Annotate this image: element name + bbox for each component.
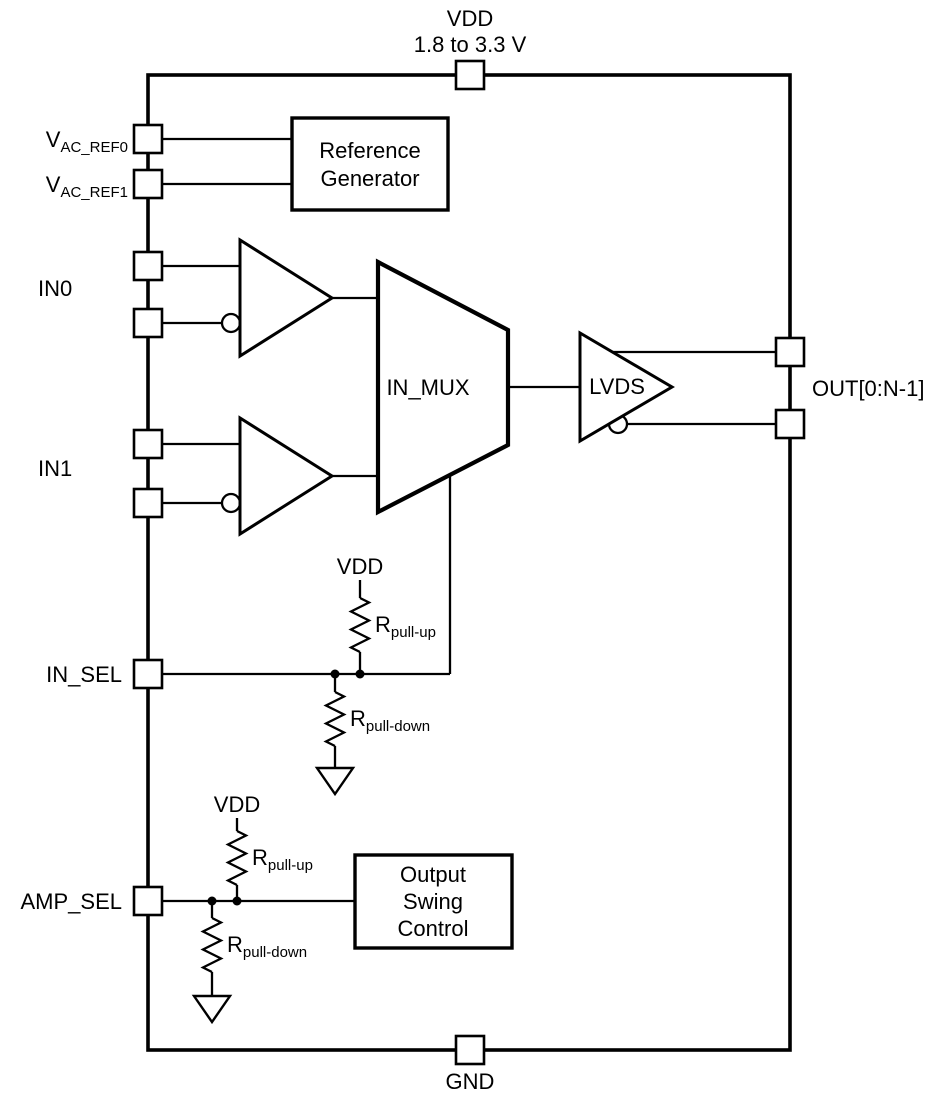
vac-ref0-pin — [132, 123, 164, 155]
in-sel-label: IN_SEL — [46, 662, 122, 687]
gnd-label: GND — [446, 1069, 495, 1094]
in0-neg-pin — [132, 307, 164, 339]
in-mux-label: IN_MUX — [386, 375, 469, 400]
amp-sel-pullup-resistor — [225, 829, 249, 887]
output-swing-label-line1: Output — [400, 862, 466, 887]
out-neg-pin — [774, 408, 806, 440]
amp-sel-vdd-label: VDD — [214, 792, 260, 817]
in-sel-vdd-label: VDD — [337, 554, 383, 579]
out-pos-pin — [774, 336, 806, 368]
vdd-pin — [454, 59, 486, 91]
in0-pos-pin — [132, 250, 164, 282]
reference-generator-block — [290, 116, 450, 212]
in1-pos-pin — [132, 428, 164, 460]
in-sel-pullup-label: Rpull-up — [375, 612, 436, 641]
output-swing-control-block — [353, 853, 514, 950]
in-sel-pulldown-resistor — [323, 690, 347, 748]
lvds-label: LVDS — [589, 374, 645, 399]
output-swing-label-line2: Swing — [403, 889, 463, 914]
amp-sel-junction-dot — [207, 896, 217, 906]
amp-sel-junction-dot — [232, 896, 242, 906]
in0-label: IN0 — [38, 276, 72, 301]
in1-amplifier-triangle — [238, 415, 335, 537]
lvds-driver-triangle — [578, 330, 675, 444]
output-swing-label-line3: Control — [398, 916, 469, 941]
in-sel-pullup-resistor — [348, 596, 372, 654]
reference-generator-label-line1: Reference — [319, 138, 421, 163]
in-sel-junction-dot — [330, 669, 340, 679]
amp-sel-pin — [132, 885, 164, 917]
vac-ref1-pin — [132, 168, 164, 200]
in-mux-block — [375, 258, 511, 516]
vdd-label: VDD — [447, 6, 493, 31]
in0-inverting-bubble-icon — [220, 312, 242, 334]
reference-generator-label-line2: Generator — [320, 166, 419, 191]
vac-ref1-label: VAC_REF1 — [46, 172, 128, 201]
amp-sel-label: AMP_SEL — [21, 889, 123, 914]
amp-sel-ground-icon — [191, 994, 233, 1025]
in1-neg-pin — [132, 487, 164, 519]
vdd-range-label: 1.8 to 3.3 V — [414, 32, 527, 57]
in-sel-ground-icon — [314, 766, 356, 797]
in1-label: IN1 — [38, 456, 72, 481]
out-label: OUT[0:N-1] — [812, 376, 924, 401]
amp-sel-pullup-label: Rpull-up — [252, 845, 313, 874]
in-sel-pulldown-label: Rpull-down — [350, 706, 430, 735]
gnd-pin — [454, 1034, 486, 1066]
in1-inverting-bubble-icon — [220, 492, 242, 514]
vac-ref0-label: VAC_REF0 — [46, 127, 128, 156]
in0-amplifier-triangle — [238, 237, 335, 359]
amp-sel-pulldown-resistor — [200, 916, 224, 974]
in-sel-junction-dot — [355, 669, 365, 679]
in-sel-pin — [132, 658, 164, 690]
amp-sel-pulldown-label: Rpull-down — [227, 932, 307, 961]
